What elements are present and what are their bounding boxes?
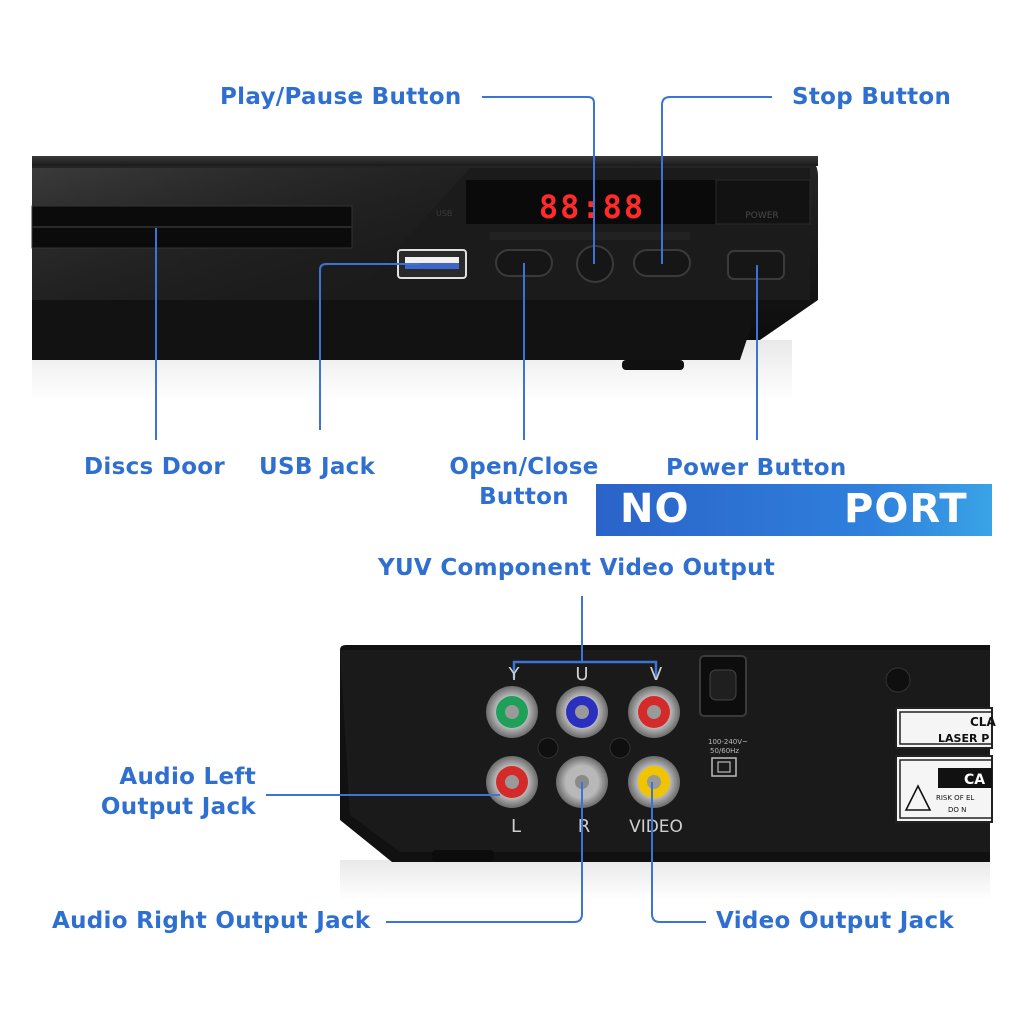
label-audio-left: Audio Left Output Jack <box>98 764 256 820</box>
screw-icon <box>885 667 911 693</box>
jack-label-u: U <box>575 664 588 685</box>
caution-sticker <box>895 755 993 823</box>
caution-sticker-line1: CA <box>964 772 985 788</box>
label-discs-door: Discs Door <box>84 454 226 480</box>
rear-panel: Y U V <box>340 645 996 900</box>
label-video-out: Video Output Jack <box>716 908 955 934</box>
jack-audio-left-red[interactable] <box>486 756 538 808</box>
led-display: 88:88 <box>539 188 645 226</box>
label-open-close-line2: Button <box>479 484 569 510</box>
button-label-strip <box>490 232 690 240</box>
screw-icon <box>537 737 559 759</box>
caution-sticker-line3: DO N <box>948 806 966 814</box>
leader-usb <box>319 263 420 430</box>
leader-play-pause <box>482 96 595 264</box>
label-audio-left-line2: Output Jack <box>100 794 256 820</box>
jack-y-green[interactable] <box>486 686 538 738</box>
caution-sticker-line2: RISK OF EL <box>936 794 974 802</box>
jack-label-y: Y <box>508 664 521 685</box>
optical-port-inner <box>709 669 737 701</box>
no-port-banner: NO PORT <box>596 484 992 536</box>
jack-label-v: V <box>650 664 663 685</box>
jack-u-blue[interactable] <box>556 686 608 738</box>
label-open-close-line1: Open/Close <box>449 454 599 480</box>
disc-door-slot <box>32 226 352 228</box>
label-play-pause: Play/Pause Button <box>220 84 462 110</box>
display-window <box>466 180 716 224</box>
power-rating-1: 100-240V~ <box>708 738 748 746</box>
label-yuv: YUV Component Video Output <box>378 555 776 581</box>
front-base <box>32 300 760 360</box>
jack-label-r: R <box>578 816 591 837</box>
front-top-edge <box>32 156 818 166</box>
screw-icon <box>609 737 631 759</box>
jack-video-yellow[interactable] <box>628 756 680 808</box>
label-power: Power Button <box>666 455 847 481</box>
leader-video <box>651 782 706 923</box>
banner-right-text: PORT <box>844 486 968 532</box>
leader-audio-right <box>386 782 583 923</box>
rear-foot <box>432 850 494 862</box>
power-panel-text: POWER <box>745 211 778 221</box>
label-audio-right: Audio Right Output Jack <box>52 908 371 934</box>
power-rating-2: 50/60Hz <box>710 747 739 755</box>
yuv-bracket <box>512 660 658 678</box>
jack-v-red[interactable] <box>628 686 680 738</box>
leader-lines <box>155 96 772 923</box>
usb-panel-text: USB <box>436 209 452 218</box>
usb-port-tongue <box>405 263 459 269</box>
front-foot <box>622 360 684 370</box>
label-audio-left-line1: Audio Left <box>119 764 256 790</box>
jack-label-l: L <box>511 816 521 837</box>
warning-icon <box>904 784 932 811</box>
leader-stop <box>661 96 772 264</box>
laser-sticker-line1: CLA <box>970 715 996 729</box>
double-insulation-icon <box>711 757 737 777</box>
label-stop: Stop Button <box>792 84 952 110</box>
label-open-close: Open/Close Button <box>442 454 606 510</box>
jack-label-video: VIDEO <box>629 817 683 837</box>
laser-sticker-line2: LASER P <box>938 732 989 745</box>
banner-left-text: NO <box>620 486 690 532</box>
label-usb-jack: USB Jack <box>259 454 376 480</box>
front-panel: POWER USB 88:88 <box>31 156 818 400</box>
rear-shadow <box>340 860 990 900</box>
laser-sticker <box>895 707 993 749</box>
power-label-window <box>715 179 811 225</box>
